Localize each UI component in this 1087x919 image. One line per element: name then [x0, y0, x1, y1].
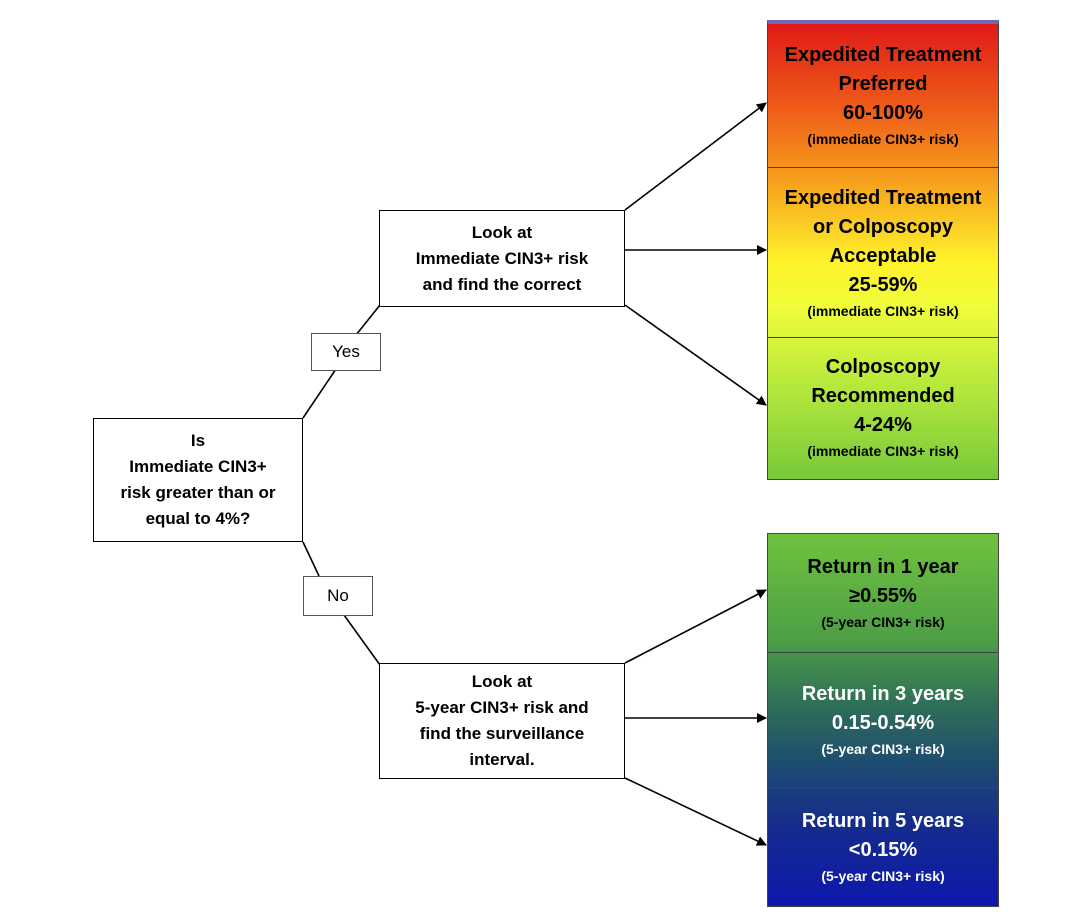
connector-yes-to-immediate-step — [355, 304, 381, 336]
immediate-step-line-1: Look at — [471, 222, 533, 242]
outcome-colposcopy-recommended: Colposcopy Recommended 4-24% (immediate … — [768, 337, 998, 477]
outcome-title-line: Preferred — [838, 73, 928, 95]
outcome-title-line: Acceptable — [829, 244, 937, 267]
outcome-title-line: Expedited Treatment — [784, 44, 982, 66]
immediate-step-line-2: Immediate CIN3+ risk — [415, 248, 589, 268]
outcome-risk-note: (5-year CIN3+ risk) — [821, 867, 945, 884]
five-year-step-line-1: Look at — [471, 672, 533, 691]
outcome-title-line: Colposcopy — [825, 356, 941, 378]
outcome-risk-range: 25-59% — [848, 273, 918, 296]
outcome-title-line: Return in 5 years — [801, 809, 965, 832]
outcome-risk-note: (5-year CIN3+ risk) — [821, 614, 945, 630]
arrow-to-expedited-preferred — [624, 102, 767, 211]
outcome-risk-range: 0.15-0.54% — [831, 712, 935, 734]
connector-decision-to-no — [302, 541, 320, 577]
outcome-title-line: Return in 1 year — [807, 556, 959, 578]
five-year-step-line-2: 5-year CIN3+ risk and — [415, 698, 589, 717]
outcome-return-5-years: Return in 5 years <0.15% (5-year CIN3+ r… — [768, 787, 998, 905]
outcome-expedited-treatment-preferred: Expedited Treatment Preferred 60-100% (i… — [768, 24, 998, 167]
outcome-risk-note: (immediate CIN3+ risk) — [807, 131, 959, 147]
outcome-return-3-years: Return in 3 years 0.15-0.54% (5-year CIN… — [768, 652, 998, 787]
outcome-title-line: Return in 3 years — [801, 683, 965, 705]
immediate-outcome-column: Expedited Treatment Preferred 60-100% (i… — [767, 20, 999, 480]
yes-branch-label: Yes — [311, 333, 381, 371]
immediate-risk-step-box: Look at Immediate CIN3+ risk and find th… — [379, 210, 625, 307]
outcome-return-1-year: Return in 1 year ≥0.55% (5-year CIN3+ ri… — [768, 534, 998, 652]
five-year-risk-step-box: Look at 5-year CIN3+ risk and find the s… — [379, 663, 625, 779]
decision-line-3: risk greater than or — [120, 483, 276, 502]
decision-line-4: equal to 4%? — [145, 509, 251, 528]
outcome-risk-range: 60-100% — [842, 102, 924, 124]
outcome-title-line: Recommended — [811, 385, 955, 407]
outcome-risk-note: (5-year CIN3+ risk) — [821, 741, 945, 757]
five-year-step-line-4: interval. — [469, 750, 535, 769]
outcome-risk-note: (immediate CIN3+ risk) — [807, 302, 959, 319]
arrow-to-return-5-years — [624, 777, 767, 846]
outcome-risk-range: ≥0.55% — [849, 585, 917, 607]
arrow-to-colposcopy-recommended — [624, 304, 767, 406]
immediate-step-line-3: and find the correct — [422, 274, 582, 294]
decision-line-1: Is — [190, 431, 206, 450]
outcome-expedited-treatment-or-colposcopy: Expedited Treatment or Colposcopy Accept… — [768, 167, 998, 337]
five-year-step-line-3: find the surveillance — [419, 724, 585, 743]
arrow-to-return-1-year — [624, 589, 767, 664]
outcome-risk-note: (immediate CIN3+ risk) — [807, 443, 959, 459]
outcome-risk-range: <0.15% — [848, 838, 918, 861]
connector-no-to-five-year-step — [343, 614, 381, 666]
decision-box: Is Immediate CIN3+ risk greater than or … — [93, 418, 303, 542]
no-branch-label: No — [303, 576, 373, 616]
outcome-risk-range: 4-24% — [854, 414, 912, 436]
connector-decision-to-yes — [302, 368, 337, 419]
outcome-title-line: or Colposcopy — [812, 215, 953, 238]
decision-line-2: Immediate CIN3+ — [129, 457, 267, 476]
surveillance-outcome-column: Return in 1 year ≥0.55% (5-year CIN3+ ri… — [767, 533, 999, 907]
outcome-title-line: Expedited Treatment — [784, 186, 982, 209]
